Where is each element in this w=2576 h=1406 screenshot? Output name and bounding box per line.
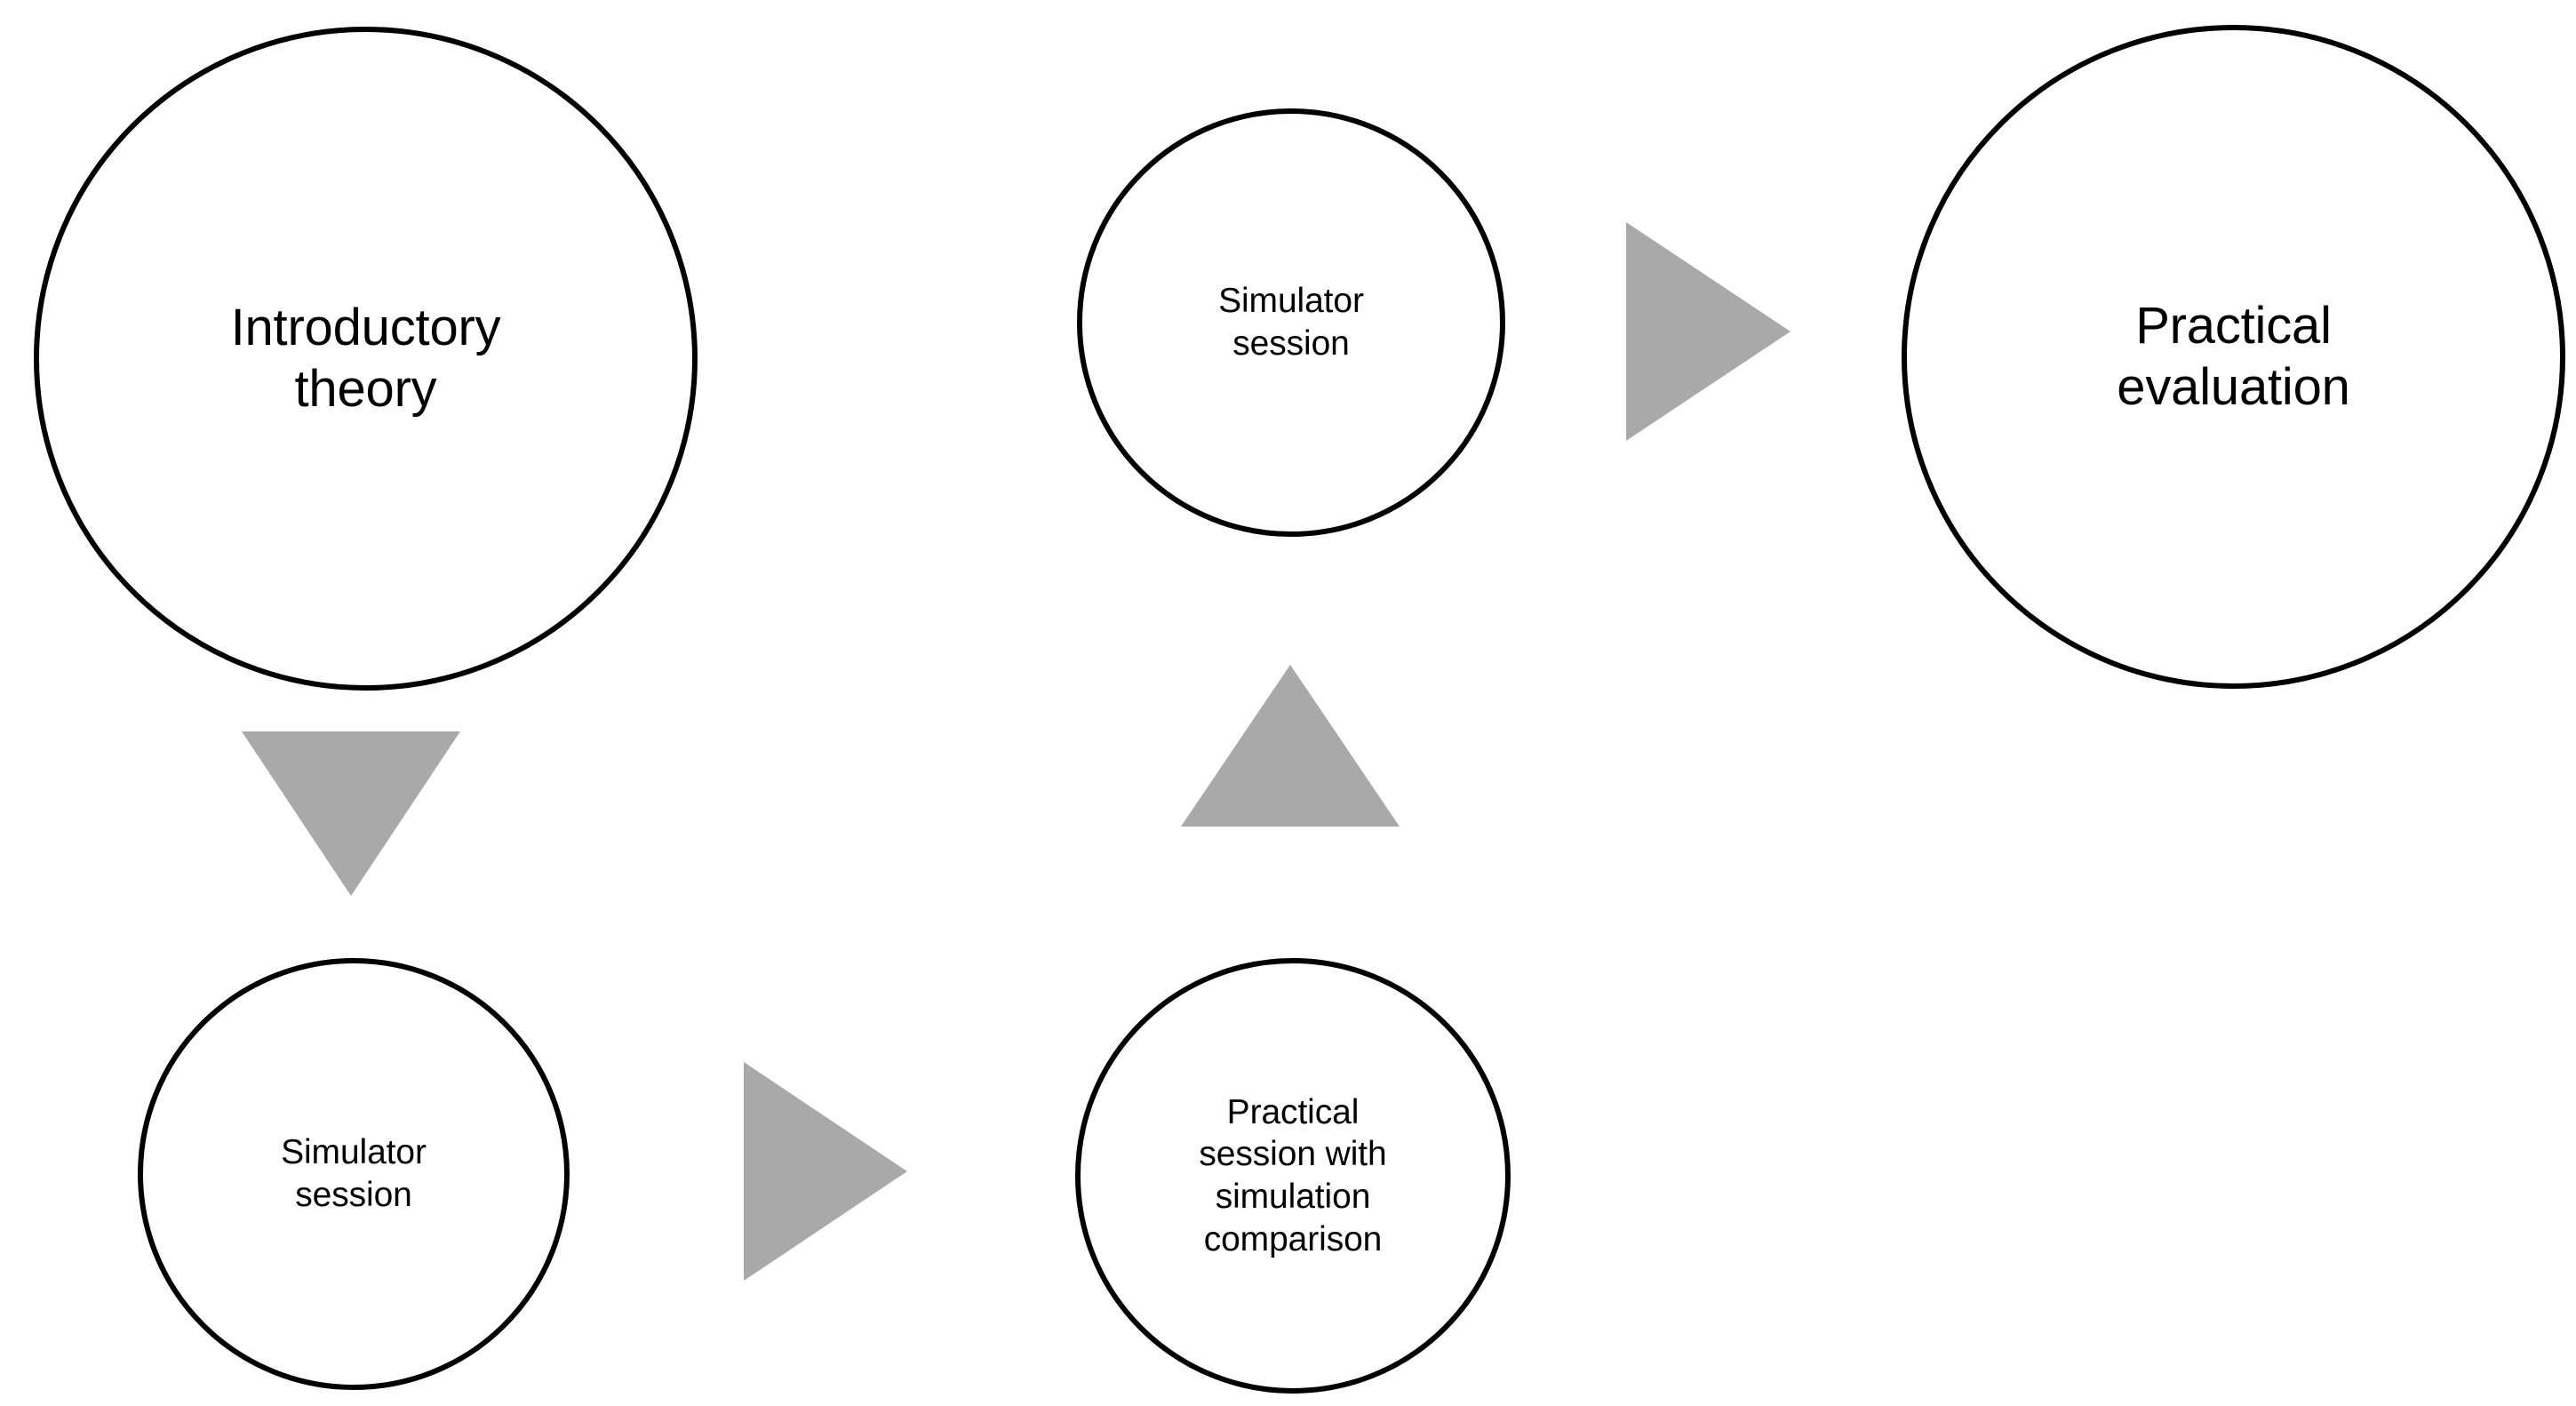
node-practical-evaluation: Practical evaluation xyxy=(1902,25,2565,689)
arrow-practical-session-to-simulator-top-icon xyxy=(1181,665,1400,827)
node-simulator-session-bottom: Simulator session xyxy=(138,958,570,1390)
node-label-simulator-session-top: Simulator session xyxy=(1218,282,1364,363)
node-introductory-theory: Introductory theory xyxy=(34,27,698,691)
node-simulator-session-top: Simulator session xyxy=(1077,108,1505,537)
node-label-practical-evaluation: Practical evaluation xyxy=(2117,297,2350,416)
node-label-introductory-theory: Introductory theory xyxy=(230,299,501,418)
arrow-theory-to-simulator-icon xyxy=(242,731,460,896)
node-label-simulator-session-bottom: Simulator session xyxy=(281,1133,427,1214)
node-label-practical-session-with-simulation-comparison: Practical session with simulation compar… xyxy=(1199,1092,1387,1258)
node-practical-session-with-simulation-comparison: Practical session with simulation compar… xyxy=(1075,958,1511,1394)
arrow-simulator-to-practical-session-icon xyxy=(744,1062,907,1281)
arrow-simulator-top-to-evaluation-icon xyxy=(1626,222,1790,441)
